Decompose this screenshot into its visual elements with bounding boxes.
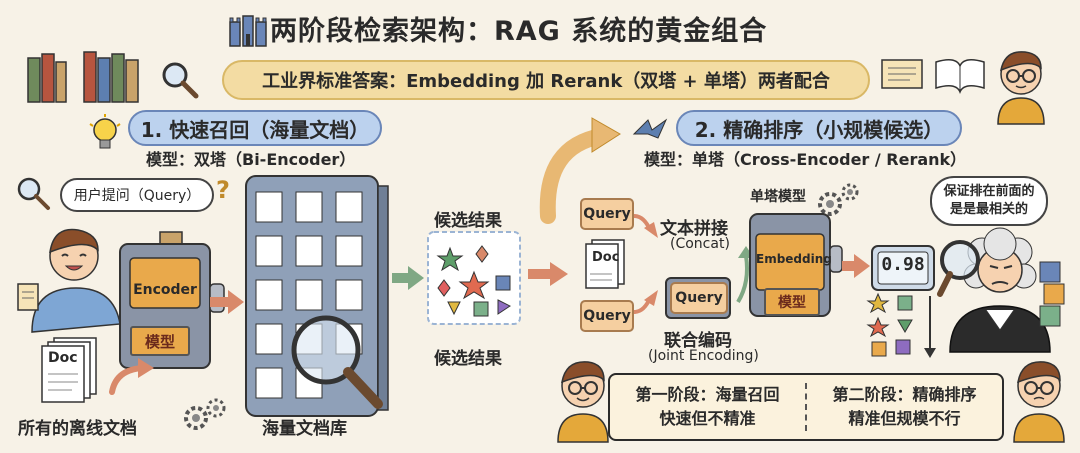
summary-stage1-note: 快速但不精准 (659, 409, 756, 428)
concat-label: 文本拼接 (660, 219, 728, 239)
summary-stage1: 第一阶段：海量召回 快速但不精准 (610, 375, 805, 439)
scroll-icon (16, 282, 42, 316)
summary-panel: 第一阶段：海量召回 快速但不精准 第二阶段：精确排序 精准但规模不行 (608, 373, 1004, 441)
castle-icon (228, 12, 268, 52)
judge-bubble-line1: 保证排在前面的 (943, 184, 1035, 199)
joint-encoding-en-label: (Joint Encoding) (648, 348, 759, 364)
question-mark-icon: ? (216, 176, 230, 204)
books-icon (26, 44, 166, 108)
stage2-title: 2. 精确排序（小规模候选） (676, 110, 962, 146)
user-avatar (22, 212, 132, 336)
summary-stage2: 第二阶段：精确排序 精准但规模不行 (807, 375, 1002, 439)
summary-divider (805, 383, 807, 431)
concat-en-label: (Concat) (670, 236, 730, 252)
arrow-library-to-candidates (392, 266, 424, 290)
arrow-joint (633, 290, 658, 314)
query-box-top: Query (580, 198, 634, 230)
magnifier-icon (16, 176, 52, 216)
offline-docs-label: 所有的离线文档 (18, 419, 137, 439)
document-library (242, 172, 392, 426)
single-tower-model-chip: 模型 (764, 288, 820, 316)
arrow-stage1-to-stage2 (539, 117, 621, 224)
student-avatar-left (548, 352, 618, 446)
stage2-model-label: 模型：单塔（Cross-Encoder / Rerank） (644, 150, 967, 169)
encoder-label: Encoder (133, 282, 197, 298)
library-label: 海量文档库 (262, 419, 347, 439)
bird-icon (630, 114, 670, 148)
stage1-title: 1. 快速召回（海量文档） (128, 110, 382, 146)
arrow-candidates-to-stage2 (528, 262, 568, 286)
doc-stack-icon (41, 334, 102, 408)
doc-label: Doc (48, 350, 78, 366)
user-query-bubble: 用户提问（Query） (60, 178, 214, 212)
judge-figure (936, 222, 1076, 356)
score-value: 0.98 (881, 254, 925, 275)
candidates-label-bottom: 候选结果 (434, 349, 502, 369)
subtitle-banner: 工业界标准答案：Embedding 加 Rerank（双塔 + 单塔）两者配合 (222, 60, 870, 100)
scroll-icon (878, 54, 988, 98)
encoder-model-chip: 模型 (130, 326, 190, 356)
joint-query-box: Query (670, 282, 728, 314)
ranked-shapes (866, 292, 948, 366)
doc-stack-icon (584, 238, 628, 294)
summary-stage1-title: 第一阶段：海量召回 (635, 385, 780, 404)
lightbulb-icon (88, 114, 122, 158)
embedding-label: Embedding (756, 252, 832, 266)
arrow-docs-to-encoder (109, 358, 154, 395)
judge-bubble: 保证排在前面的 是是最相关的 (930, 176, 1048, 226)
judge-bubble-line2: 是是最相关的 (949, 202, 1028, 217)
summary-stage2-note: 精准但规模不行 (848, 409, 961, 428)
stage1-model-label: 模型：双塔（Bi-Encoder） (146, 150, 356, 169)
score-display (870, 244, 936, 296)
summary-stage2-title: 第二阶段：精确排序 (832, 385, 977, 404)
single-tower-label: 单塔模型 (750, 189, 806, 205)
gear-icon (182, 396, 228, 440)
arrow-encoder-to-library (210, 290, 244, 314)
candidates-box (426, 230, 522, 330)
page-title: 两阶段检索架构：RAG 系统的黄金组合 (270, 15, 768, 47)
doc-label-stage2: Doc (592, 250, 620, 265)
gear-icon (816, 180, 862, 224)
joint-encoding-label: 联合编码 (664, 331, 732, 351)
student-avatar-top (986, 44, 1056, 128)
arrow-to-score (842, 254, 870, 278)
candidates-label-top: 候选结果 (434, 211, 502, 231)
magnifier-icon (160, 60, 200, 104)
student-avatar-right (1004, 352, 1074, 446)
query-box-bottom: Query (580, 300, 634, 332)
arrow-concat (633, 214, 658, 238)
